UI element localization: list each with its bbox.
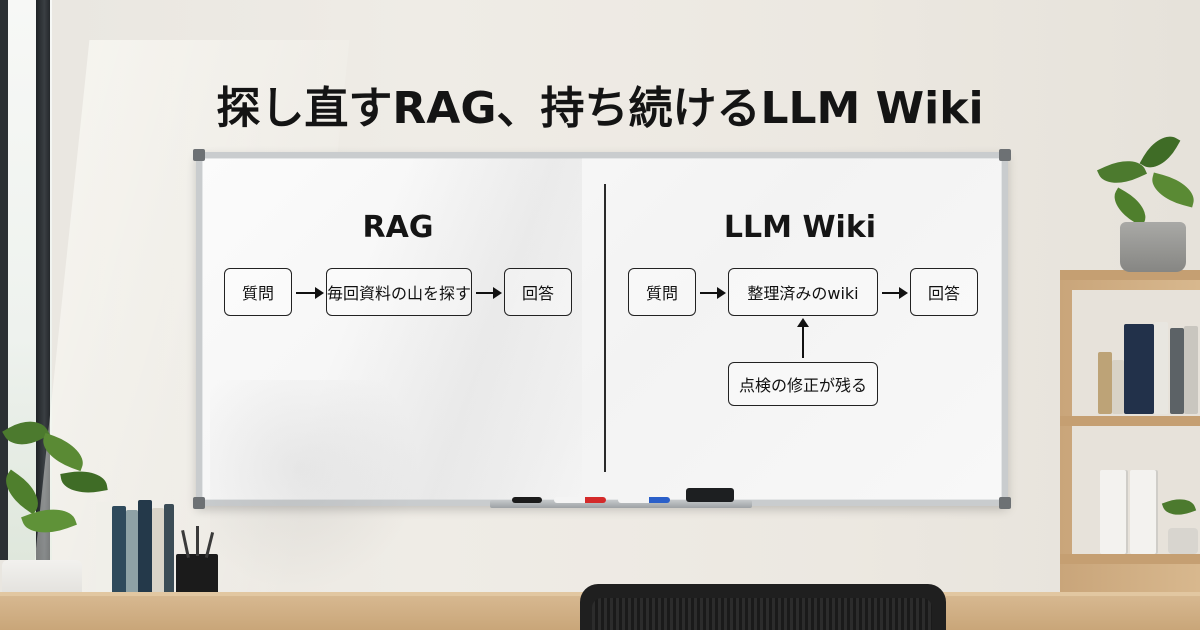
- book: [112, 506, 126, 606]
- wiki-box: 整理済みのwiki: [728, 268, 878, 316]
- file-box: [1100, 470, 1128, 554]
- pencil: [196, 526, 199, 556]
- book: [152, 508, 164, 606]
- book: [1098, 352, 1112, 414]
- wiki-answer-box: 回答: [910, 268, 978, 316]
- page-title: 探し直すRAG、持ち続けるLLM Wiki: [216, 83, 984, 134]
- plant-leaf: [1107, 187, 1153, 227]
- rag-arrow-2: [476, 287, 502, 299]
- window-frame: [36, 0, 50, 560]
- wiki-arrow-2: [882, 287, 908, 299]
- shelf-board: [1060, 554, 1200, 564]
- shelf-board: [1060, 416, 1200, 426]
- frame-corner: [999, 149, 1011, 161]
- shelf-board: [1060, 270, 1200, 280]
- fix-box: 点検の修正が残る: [728, 362, 878, 406]
- book: [96, 502, 112, 606]
- binder: [1170, 328, 1184, 414]
- file-box: [1130, 470, 1158, 554]
- rag-arrow-1: [296, 287, 324, 299]
- rag-search-box: 毎回資料の山を探す: [326, 268, 472, 316]
- rag-answer-box: 回答: [504, 268, 572, 316]
- frame-corner: [193, 497, 205, 509]
- window-mullion: [0, 0, 8, 560]
- plant-pot: [1120, 222, 1186, 272]
- rag-heading: RAG: [362, 210, 434, 245]
- book: [126, 510, 138, 606]
- eraser: [686, 488, 734, 502]
- whiteboard: RAG 質問 毎回資料の山を探す 回答 LLM Wiki 質問 整理済みのwik…: [193, 149, 1011, 509]
- wiki-arrow-1: [700, 287, 726, 299]
- plant-leaf: [1096, 151, 1148, 193]
- binder: [1184, 326, 1198, 414]
- fix-arrow-up: [797, 318, 809, 358]
- leaf-shadow: [210, 380, 430, 600]
- wiki-heading: LLM Wiki: [723, 210, 877, 245]
- black-marker: [512, 497, 542, 503]
- frame-corner: [193, 149, 205, 161]
- chair-mesh: [592, 598, 932, 630]
- book: [1112, 360, 1124, 414]
- small-pot: [1168, 528, 1198, 554]
- plant-leaf: [1147, 172, 1199, 208]
- book: [138, 500, 152, 606]
- frame-corner: [999, 497, 1011, 509]
- wiki-question-box: 質問: [628, 268, 696, 316]
- red-marker: [554, 497, 606, 503]
- marker-tray: [490, 488, 752, 508]
- board-divider: [604, 184, 606, 472]
- rag-question-box: 質問: [224, 268, 292, 316]
- binder: [1154, 322, 1168, 414]
- blue-marker: [618, 497, 670, 503]
- board-reflection: [202, 158, 582, 500]
- book: [164, 504, 174, 606]
- binder: [1124, 324, 1154, 414]
